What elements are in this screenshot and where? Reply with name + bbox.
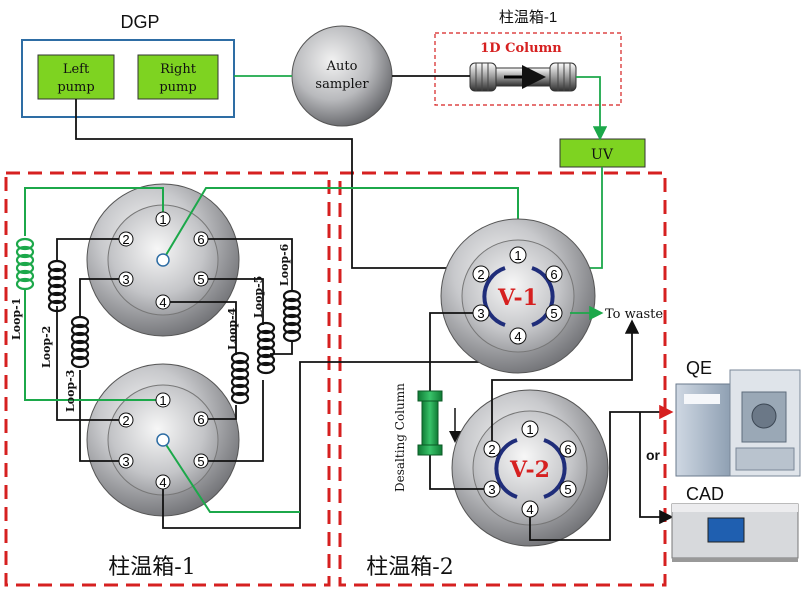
valve-b-port-4: 4 [159,475,166,490]
valve-a-port-2: 2 [122,232,129,247]
loop-1-label: Loop-1 [10,298,23,340]
oven-1-top-label: 柱温箱-1 [499,9,557,26]
loop-4-coil [230,351,250,405]
loop-2-label: Loop-2 [40,326,53,368]
valve-b-port-2: 2 [122,413,129,428]
v1-ports [472,246,563,345]
desalting-column [417,390,461,456]
column-1d [469,62,577,92]
loop-1-coil [15,237,35,291]
valve-a-port-4: 4 [159,295,166,310]
v2-arc-left [494,438,518,499]
valve-b-ports [118,392,209,490]
loop-6-label: Loop-6 [278,243,291,286]
valve-v2 [451,389,609,547]
valve-a-port-3: 3 [122,272,129,287]
top-tubing [75,75,608,269]
v1-port-4: 4 [514,329,521,344]
v1-arc-left [482,266,506,327]
oven-1-box [4,171,331,587]
oven-2-box [338,171,667,587]
valve-a-port-1: 1 [159,212,166,227]
autosampler-label-2: sampler [315,77,369,92]
loop-5-label: Loop-5 [252,276,265,318]
v1-port-5: 5 [550,306,557,321]
loop-3-coil [70,315,90,369]
left-pump [37,54,115,100]
valve-a-port-6: 6 [197,232,204,247]
v2-port-2: 2 [488,442,495,457]
v1-label: V-1 [497,285,538,311]
loop-2-coil [47,259,67,313]
loop-6-coil [282,289,302,343]
cad-label: CAD [686,484,724,504]
v2-port-6: 6 [564,442,571,457]
v1-port-3: 3 [477,306,484,321]
right-pump-label-1: Right [160,62,197,77]
loop-4-label: Loop-4 [226,307,239,350]
right-pump [137,54,219,100]
valve-v1 [440,218,596,374]
uv-label: UV [591,147,614,163]
qe-instrument [675,369,801,477]
dgp-title: DGP [120,12,159,32]
valve-b-port-1: 1 [159,393,166,408]
v2-ports [483,420,577,518]
v1-port-6: 6 [550,267,557,282]
oven-2-tubing [429,305,674,541]
oven-1-bottom-label: 柱温箱-1 [108,555,195,580]
loop-5-coil [256,321,276,375]
column-oven-box [434,32,622,106]
valve-b-port-6: 6 [197,412,204,427]
loop-3-label: Loop-3 [64,370,77,412]
or-label: or [646,447,661,463]
autosampler-label-1: Auto [326,59,358,74]
valve-a-port-5: 5 [197,272,204,287]
valve-b-port-5: 5 [197,454,204,469]
v2-port-4: 4 [526,502,533,517]
right-pump-label-2: pump [159,80,196,95]
valve-b-port-3: 3 [122,454,129,469]
left-pump-label-1: Left [63,62,90,77]
autosampler [291,25,393,127]
v1-port-1: 1 [514,248,521,263]
v1-arc-right [531,266,555,327]
valve-a-ports [118,211,209,310]
green-flow-oven-1 [24,187,519,513]
v2-arc-right [543,438,567,499]
cad-instrument [671,503,799,562]
desalting-column-label: Desalting Column [393,383,407,492]
qe-label: QE [686,358,712,378]
left-pump-label-2: pump [57,80,94,95]
v1-port-2: 2 [477,267,484,282]
v2-label: V-2 [509,457,550,483]
v2-port-3: 3 [488,482,495,497]
column-1d-label: 1D Column [480,41,562,56]
oven-2-bottom-label: 柱温箱-2 [366,555,453,580]
v2-port-1: 1 [526,422,533,437]
to-waste-label: To waste [605,307,663,322]
v2-port-5: 5 [564,482,571,497]
